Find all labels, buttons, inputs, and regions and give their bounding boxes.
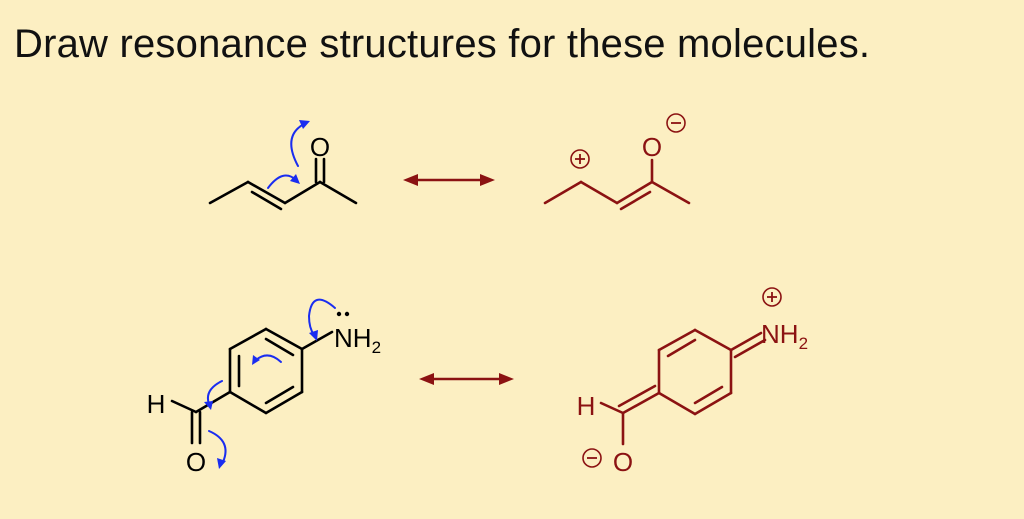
negative-charge-icon [582,448,602,468]
curved-arrow-pi-shift [267,174,297,189]
bond-c2-c3 [579,180,619,205]
ring-bond-6 [657,328,697,352]
page-title: Draw resonance structures for these mole… [14,22,871,66]
atom-hydrogen: H [147,389,166,419]
bond-c-h [599,401,625,415]
atom-nitrogen: N [334,323,353,353]
ring-bond-1 [693,328,733,352]
resonance-arrow-top [403,174,495,186]
bond-c4-c5 [650,180,691,205]
ring-bond-3 [264,390,304,415]
aminobenzaldehyde-product: NH2 H O [577,287,808,477]
arrow-head-left [403,174,418,186]
bond-ring-ch [621,391,661,415]
bond-c3-c4 [283,180,322,205]
curved-arrow-carbonyl [208,430,227,463]
ring-bond-6 [228,327,268,351]
curved-arrow-ring-to-cho-head [204,401,213,410]
bond-c-n-double [733,338,767,359]
bond-c-h [170,399,198,414]
bond-ring-ch-double [617,384,657,408]
ring-inner-double-1 [264,337,295,357]
atom-oxygen: O [310,132,330,162]
arrow-head-right [480,174,495,186]
arrow-head-left [419,373,434,385]
atom-hydrogen: H [577,391,596,421]
resonance-arrow-bottom [419,373,514,385]
curved-arrow-ring [255,354,282,363]
curved-arrow-carbonyl [290,123,305,167]
arrow-head-right [499,373,514,385]
positive-charge-icon [762,287,782,307]
ring-inner-double-2 [264,385,295,405]
curved-arrow-lone-pair-head [309,330,318,341]
ring-double-1 [666,338,697,358]
atom-nitrogen-hydrogen: NH [761,319,799,349]
ring-bond-1 [264,327,304,351]
subscript-2: 2 [799,334,808,353]
positive-charge-icon [570,149,590,169]
ring-bond-4 [228,390,268,415]
atom-oxygen: O [613,447,633,477]
curved-arrow-carbonyl-head [299,120,310,129]
enone-reactant: O [208,120,358,211]
atom-oxygen: O [186,447,206,477]
enone-product: O [543,113,691,211]
bond-c2-c3-double [250,190,283,211]
curved-arrow-ring-head [252,355,260,365]
curved-arrow-carbonyl-head [217,458,226,469]
amine-group: NH2 [334,323,381,357]
bond-ring-cho [194,390,232,414]
atom-hydrogen: H [353,323,372,353]
ring-double-2 [693,385,724,405]
bond-c1-c2 [543,180,583,205]
bond-c1-c2 [208,180,250,205]
bond-c-n [729,331,763,352]
bond-c3-c4-double [619,190,652,211]
aminobenzaldehyde-reactant: H O NH2 [147,298,381,477]
curved-arrow-pi-shift-head [290,174,300,184]
bond-c3-c4 [615,180,654,205]
bond-c2-c3 [246,180,287,205]
bond-c4-c5 [318,180,358,205]
ring-bond-3 [693,391,733,416]
lone-pair-icon [336,311,350,317]
negative-charge-icon [666,113,686,133]
ring-bond-4 [657,391,697,416]
curved-arrow-lone-pair [307,298,336,336]
subscript-2: 2 [372,338,381,357]
atom-oxygen: O [642,132,662,162]
iminium-group: NH2 [761,319,808,353]
